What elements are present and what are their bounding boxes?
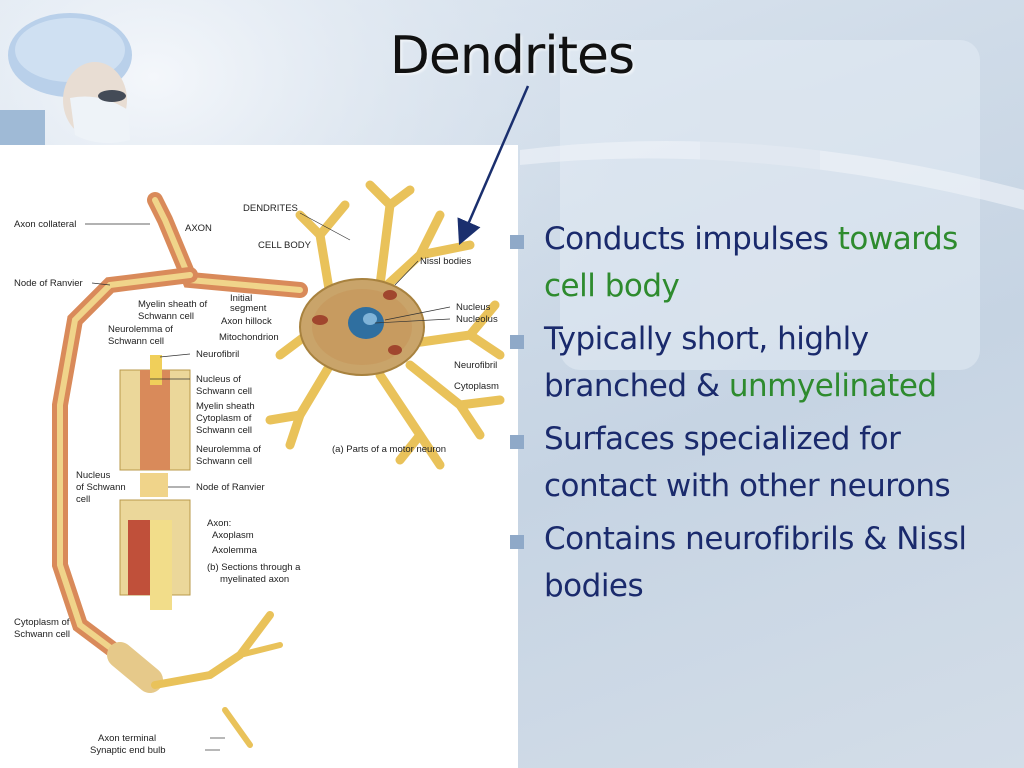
bullet-marker xyxy=(510,435,524,449)
bullet-text: Conducts impulses xyxy=(544,221,838,257)
label-neurolemma-schwann-1: Neurolemma of xyxy=(108,324,173,335)
label-cytoplasm-schwann-1: Cytoplasm of xyxy=(196,413,252,424)
slide-title: Dendrites xyxy=(389,26,635,86)
label-axon-terminal: Axon terminal xyxy=(98,733,156,744)
label-nucleus: Nucleus xyxy=(456,302,491,313)
bullet-marker xyxy=(510,335,524,349)
caption-b-2: myelinated axon xyxy=(220,574,289,585)
label-synaptic-end-bulb: Synaptic end bulb xyxy=(90,745,166,756)
label-axolemma: Axolemma xyxy=(212,545,258,556)
caption-b-1: (b) Sections through a xyxy=(207,562,301,573)
bullet-highlight: towards cell body xyxy=(544,221,958,304)
surgeon-image xyxy=(0,13,132,145)
neuron-illustration: Axon collateral AXON DENDRITES CELL BODY… xyxy=(14,180,505,756)
label-axon-collateral: Axon collateral xyxy=(14,219,76,230)
label-nucleus-schwann-2: Schwann cell xyxy=(196,386,252,397)
label-node-of-ranvier: Node of Ranvier xyxy=(14,278,83,289)
bullet-highlight: unmyelinated xyxy=(728,368,937,404)
label-nucleus-schwann-left-2: of Schwann xyxy=(76,482,126,493)
label-cytoplasm-schwann-left-2: Schwann cell xyxy=(14,629,70,640)
bullet-item: Typically short, highly branched & unmye… xyxy=(508,316,1008,410)
bullet-item: Surfaces specialized for contact with ot… xyxy=(508,416,1008,510)
label-cytoplasm: Cytoplasm xyxy=(454,381,499,392)
bullet-item: Conducts impulses towards cell body xyxy=(508,216,1008,310)
label-nucleus-schwann-1: Nucleus of xyxy=(196,374,241,385)
label-neurolemma-schwann-2-2: Schwann cell xyxy=(196,456,252,467)
label-dendrites: DENDRITES xyxy=(243,203,298,214)
label-nucleolus: Nucleolus xyxy=(456,314,498,325)
label-neurolemma-schwann-2: Schwann cell xyxy=(108,336,164,347)
neuron-diagram: Axon collateral AXON DENDRITES CELL BODY… xyxy=(0,145,518,768)
label-cytoplasm-schwann-2: Schwann cell xyxy=(196,425,252,436)
label-nissl-bodies: Nissl bodies xyxy=(420,256,471,267)
label-myelin-sheath-schwann-2: Schwann cell xyxy=(138,311,194,322)
label-nucleus-schwann-left-3: cell xyxy=(76,494,90,505)
caption-a: (a) Parts of a motor neuron xyxy=(332,444,446,455)
label-neurolemma-schwann-2-1: Neurolemma of xyxy=(196,444,261,455)
bullet-text: Contains neurofibrils & Nissl bodies xyxy=(544,521,967,604)
label-nucleus-schwann-left-1: Nucleus xyxy=(76,470,111,481)
label-initial-segment-2: segment xyxy=(230,303,267,314)
label-initial-segment-1: Initial xyxy=(230,293,252,304)
bullet-marker xyxy=(510,235,524,249)
label-node-of-ranvier-2: Node of Ranvier xyxy=(196,482,265,493)
label-mitochondrion: Mitochondrion xyxy=(219,332,279,343)
label-neurofibril: Neurofibril xyxy=(196,349,239,360)
label-cell-body: CELL BODY xyxy=(258,240,312,251)
bullet-list: Conducts impulses towards cell body Typi… xyxy=(508,216,1008,616)
label-myelin-sheath: Myelin sheath xyxy=(196,401,255,412)
label-axon-hillock: Axon hillock xyxy=(221,316,272,327)
axon-cross-sections xyxy=(119,355,191,610)
bullet-item: Contains neurofibrils & Nissl bodies xyxy=(508,516,1008,610)
motor-neuron-cell-body xyxy=(265,180,505,470)
label-neurofibril-right: Neurofibril xyxy=(454,360,497,371)
bullet-marker xyxy=(510,535,524,549)
leader-lines xyxy=(85,212,451,751)
bullet-text: Typically short, highly branched & xyxy=(544,321,869,404)
label-axon-colon: Axon: xyxy=(207,518,231,529)
label-axon: AXON xyxy=(185,223,212,234)
label-cytoplasm-schwann-left-1: Cytoplasm of xyxy=(14,617,70,628)
label-axoplasm: Axoplasm xyxy=(212,530,254,541)
bullet-text: Surfaces specialized for contact with ot… xyxy=(544,421,951,504)
label-myelin-sheath-schwann-1: Myelin sheath of xyxy=(138,299,208,310)
